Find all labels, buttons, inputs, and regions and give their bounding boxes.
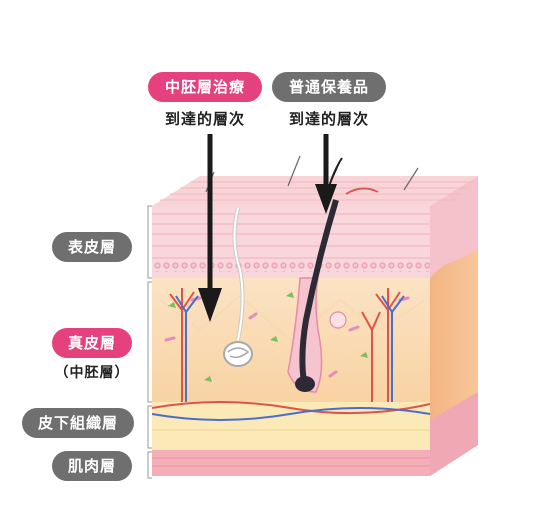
dermis-label: 真皮層 (52, 328, 132, 358)
subcutaneous-layer (151, 401, 431, 450)
epidermis-label: 表皮層 (52, 232, 132, 262)
muscle-layer (152, 450, 430, 476)
dermis-note: （中胚層） (54, 365, 130, 381)
mesoderm-treatment-label: 中胚層治療 (148, 72, 262, 102)
dermis-particles (164, 292, 410, 382)
dermis-layer (152, 199, 430, 402)
hair-follicle (287, 199, 347, 393)
layer-brackets (147, 205, 152, 479)
reach-depth-text-1: 到達的層次 (164, 110, 245, 128)
regular-care-label: 普通保養品 (272, 72, 386, 102)
reach-depth-text-2: 到達的層次 (288, 110, 369, 128)
subcutaneous-label: 皮下組織層 (22, 408, 134, 438)
regular-care-depth-arrow (315, 134, 337, 214)
skin-surface-top (152, 155, 478, 206)
blood-vessels (169, 288, 405, 402)
sweat-gland (223, 207, 253, 367)
treatment-depth-arrow (198, 134, 222, 322)
epidermis-layer (152, 206, 430, 278)
muscle-label: 肌肉層 (52, 451, 132, 481)
block-side-face (430, 176, 478, 476)
